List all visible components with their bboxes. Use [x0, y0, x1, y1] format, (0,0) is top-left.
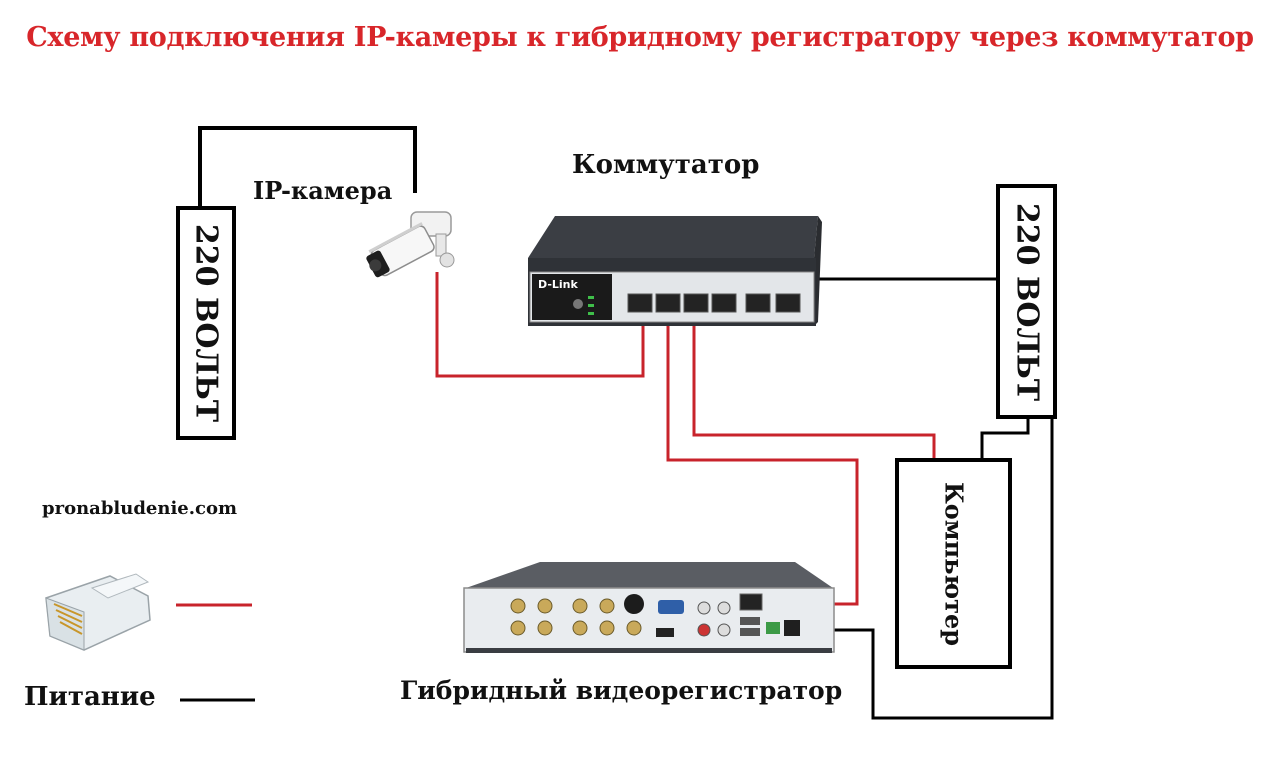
recorder-label: Гибридный видеорегистратор	[400, 676, 843, 705]
camera-label: IP-камера	[253, 176, 393, 205]
rj45-connector-image	[45, 573, 151, 651]
computer-network-wire	[692, 316, 936, 462]
computer-power-wire	[980, 418, 1030, 460]
computer-label: Компьютер	[939, 481, 968, 646]
legend-power-label: Питание	[24, 682, 156, 712]
power-outlet-right: 220 ВОЛЬТ	[996, 184, 1057, 419]
camera-power-wire	[198, 126, 417, 208]
hybrid-recorder	[463, 562, 835, 653]
ip-camera	[366, 211, 455, 278]
recorder-power-wire	[832, 418, 1054, 720]
website-label: pronabludenie.com	[42, 498, 238, 519]
power-outlet-right-label: 220 ВОЛЬТ	[1009, 202, 1044, 401]
power-outlet-left-label: 220 ВОЛЬТ	[188, 223, 224, 423]
recorder-network-wire	[666, 316, 859, 606]
network-switch	[528, 216, 822, 326]
power-outlet-left: 220 ВОЛЬТ	[176, 206, 236, 440]
camera-network-wire	[435, 272, 645, 378]
switch-brand-logo: D-Link	[538, 278, 578, 291]
switch-label: Коммутатор	[572, 150, 760, 180]
diagram-title: Схему подключения IP-камеры к гибридному…	[26, 22, 1254, 53]
computer-box: Компьютер	[895, 458, 1012, 669]
